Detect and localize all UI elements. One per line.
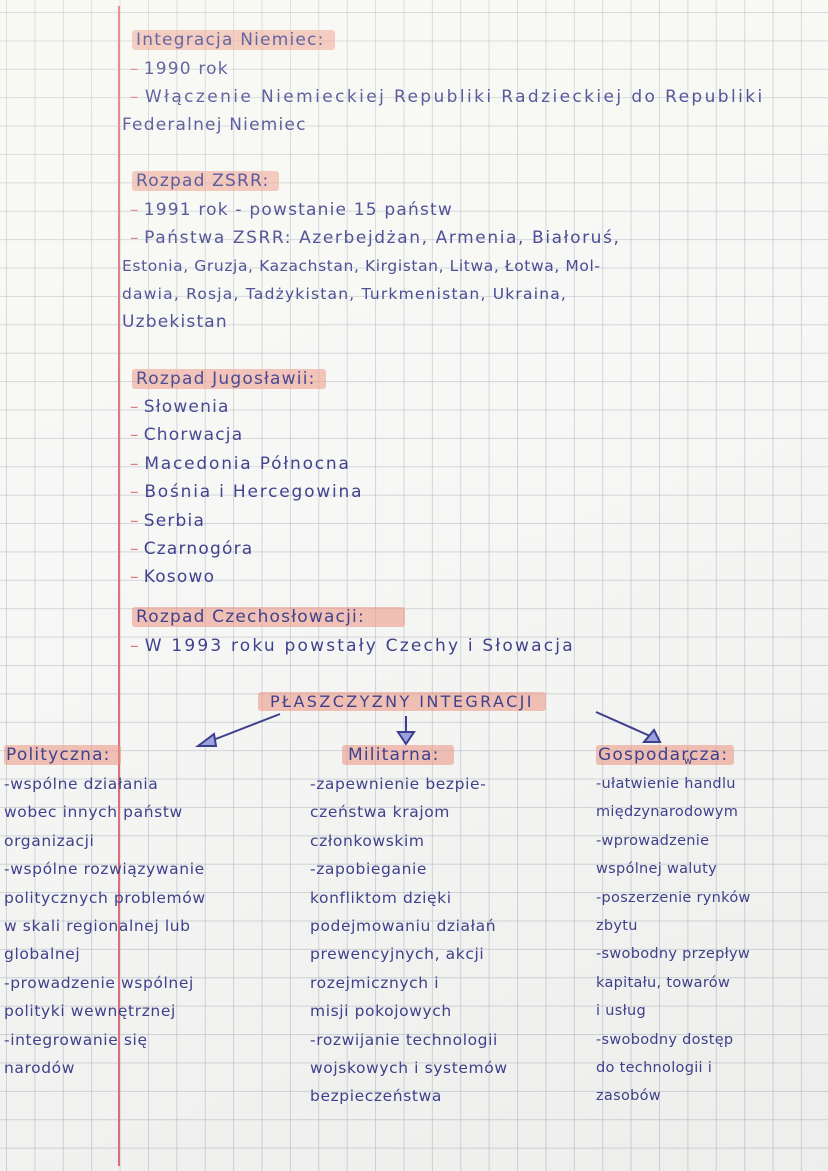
list-line: -swobodny przepływ	[596, 946, 751, 963]
dash-icon: –	[130, 510, 140, 531]
list-item: –Bośnia i Hercegowina	[130, 482, 364, 503]
list-item-continuation: Federalnej Niemiec	[122, 115, 307, 135]
list-item: –Chorwacja	[130, 425, 244, 446]
list-line: polityki wewnętrznej	[4, 1002, 176, 1021]
notebook-margin-line	[118, 6, 120, 1166]
dash-icon: –	[130, 59, 140, 79]
dash-icon: –	[130, 636, 141, 656]
superscript-correction: w	[684, 756, 694, 767]
diagram-title: PŁASZCZYZNY INTEGRACJI	[258, 692, 546, 711]
dash-icon: –	[130, 228, 141, 248]
list-line: -swobodny dostęp	[596, 1031, 734, 1048]
list-line: -prowadzenie wspólnej	[4, 973, 194, 992]
list-line: prewencyjnych, akcji	[310, 945, 485, 964]
list-item: –W 1993 roku powstały Czechy i Słowacja	[130, 636, 575, 656]
list-line: kapitału, towarów	[596, 974, 731, 991]
arrow-right-icon	[595, 711, 651, 737]
list-item-continuation: Estonia, Gruzja, Kazachstan, Kirgistan, …	[122, 257, 601, 275]
list-line: politycznych problemów	[4, 888, 206, 907]
arrowhead-down-icon	[396, 731, 416, 746]
dash-icon: –	[130, 200, 140, 220]
list-line: -wspólne rozwiązywanie	[4, 860, 205, 879]
list-line: -rozwijanie technologii	[310, 1030, 498, 1049]
column-title: Militarna:	[342, 745, 454, 765]
list-line: -zapobieganie	[310, 860, 428, 879]
column-lines: -zapewnienie bezpie- czeństwa krajom czł…	[310, 770, 508, 1111]
list-item-continuation: Uzbekistan	[122, 312, 228, 332]
section-title: Rozpad Jugosławii:	[132, 369, 326, 389]
list-line: rozejmicznych i	[310, 973, 440, 992]
list-item: –Macedonia Północna	[130, 453, 351, 474]
list-line: misji pokojowych	[310, 1002, 452, 1021]
list-item: –Słowenia	[130, 397, 230, 417]
column-lines: -wspólne działania wobec innych państw o…	[4, 770, 206, 1082]
list-line: zbytu	[596, 918, 638, 935]
list-item: –Czarnogóra	[130, 539, 254, 560]
list-line: czeństwa krajom	[310, 803, 451, 822]
list-item-continuation: dawia, Rosja, Tadżykistan, Turkmenistan,…	[122, 285, 568, 303]
list-line: i usług	[596, 1003, 646, 1020]
list-item: –1991 rok - powstanie 15 państw	[130, 200, 454, 220]
list-line: członkowskim	[310, 831, 425, 850]
dash-icon: –	[130, 482, 141, 503]
arrow-left-icon	[207, 713, 281, 743]
column-title: Gospodarcza:	[596, 745, 735, 765]
list-line: -wprowadzenie	[596, 832, 710, 849]
list-item: –Kosowo	[130, 567, 216, 588]
list-line: wojskowych i systemów	[310, 1059, 508, 1078]
list-line: wspólnej waluty	[596, 861, 717, 878]
arrowhead-right-icon	[641, 728, 662, 743]
list-line: zasobów	[596, 1088, 661, 1105]
list-line: podejmowaniu działań	[310, 917, 497, 936]
dash-icon: –	[130, 567, 140, 588]
list-item: –Serbia	[130, 510, 206, 531]
list-item: –1990 rok	[130, 59, 229, 79]
list-line: -integrowanie się	[4, 1030, 148, 1049]
list-line: -poszerzenie rynków	[596, 889, 751, 906]
dash-icon: –	[130, 453, 141, 474]
list-line: narodów	[4, 1059, 76, 1078]
section-title: Rozpad Czechosłowacji:	[132, 607, 405, 627]
dash-icon: –	[130, 397, 140, 417]
list-line: wobec innych państw	[4, 803, 183, 822]
list-line: konfliktom dzięki	[310, 888, 452, 907]
dash-icon: –	[130, 425, 140, 446]
column-title: Polityczna:	[4, 745, 121, 765]
list-line: -zapewnienie bezpie-	[310, 775, 487, 793]
section-title: Integracja Niemiec:	[132, 30, 335, 50]
list-item: –Włączenie Niemieckiej Republiki Radziec…	[130, 87, 765, 107]
list-line: organizacji	[4, 831, 95, 850]
list-line: -ułatwienie handlu	[596, 776, 736, 792]
list-line: międzynarodowym	[596, 804, 739, 821]
dash-icon: –	[130, 539, 140, 560]
list-line: do technologii i	[596, 1060, 713, 1077]
section-title: Rozpad ZSRR:	[132, 171, 280, 191]
dash-icon: –	[130, 87, 141, 107]
arrowhead-left-icon	[195, 732, 218, 747]
list-line: -wspólne działania	[4, 775, 159, 793]
diagram-arrows	[195, 711, 662, 747]
list-line: bezpieczeństwa	[310, 1087, 442, 1106]
column-lines: -ułatwienie handlu międzynarodowym -wpro…	[596, 770, 751, 1111]
country-list: –Słowenia –Chorwacja –Macedonia Północna…	[130, 393, 363, 592]
list-line: w skali regionalnej lub	[4, 917, 191, 936]
list-line: globalnej	[4, 945, 81, 964]
list-item: –Państwa ZSRR: Azerbejdżan, Armenia, Bia…	[130, 228, 621, 248]
